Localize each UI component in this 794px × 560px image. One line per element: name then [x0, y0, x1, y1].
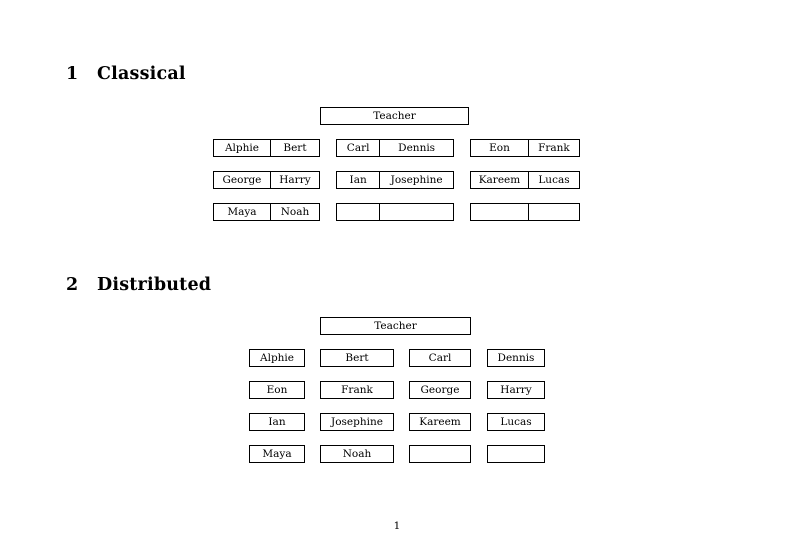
classical-pair-table: Kareem Lucas [470, 171, 580, 189]
classical-cell: Eon [489, 141, 510, 154]
section-heading-classical: 1 Classical [66, 64, 186, 84]
distributed-teacher-box: Teacher [320, 317, 471, 335]
classical-cell: Alphie [224, 141, 259, 154]
distributed-cell: Kareem [409, 413, 471, 431]
classical-cell-empty [379, 204, 453, 220]
classical-cell-empty [471, 204, 528, 220]
classical-pair-table: Alphie Bert [213, 139, 320, 157]
classical-cell: Dennis [379, 140, 453, 156]
classical-cell: Noah [269, 204, 319, 220]
section-title-2: Distributed [97, 275, 212, 295]
distributed-cell-empty [409, 445, 471, 463]
distributed-cell: Carl [409, 349, 471, 367]
classical-cell: Kareem [478, 173, 521, 186]
section-number-2: 2 [66, 275, 79, 295]
classical-cell: Josephine [379, 172, 453, 188]
classical-cell-empty [527, 204, 579, 220]
classical-cell: Frank [527, 140, 579, 156]
classical-pair-table [470, 203, 580, 221]
classical-pair-table: Eon Frank [470, 139, 580, 157]
distributed-cell-empty [487, 445, 545, 463]
distributed-cell: Maya [249, 445, 305, 463]
distributed-cell: Eon [249, 381, 305, 399]
distributed-cell: Frank [320, 381, 394, 399]
classical-cell: Carl [346, 141, 370, 154]
distributed-cell: George [409, 381, 471, 399]
classical-cell: Harry [269, 172, 319, 188]
distributed-cell: Noah [320, 445, 394, 463]
distributed-cell: Alphie [249, 349, 305, 367]
distributed-cell: Dennis [487, 349, 545, 367]
classical-cell: Lucas [527, 172, 579, 188]
classical-pair-table: Carl Dennis [336, 139, 454, 157]
distributed-cell: Lucas [487, 413, 545, 431]
section-title-1: Classical [97, 64, 186, 84]
classical-cell: George [222, 173, 262, 186]
classical-cell-empty [337, 204, 379, 220]
classical-cell: Ian [349, 173, 367, 186]
section-heading-distributed: 2 Distributed [66, 275, 211, 295]
classical-teacher-box: Teacher [320, 107, 469, 125]
section-number-1: 1 [66, 64, 79, 84]
page-number: 1 [393, 520, 401, 532]
classical-pair-table [336, 203, 454, 221]
distributed-cell: Josephine [320, 413, 394, 431]
distributed-cell: Bert [320, 349, 394, 367]
classical-cell: Bert [269, 140, 319, 156]
distributed-cell: Ian [249, 413, 305, 431]
distributed-cell: Harry [487, 381, 545, 399]
classical-pair-table: George Harry [213, 171, 320, 189]
classical-pair-table: Ian Josephine [336, 171, 454, 189]
classical-cell: Maya [227, 205, 257, 218]
classical-pair-table: Maya Noah [213, 203, 320, 221]
